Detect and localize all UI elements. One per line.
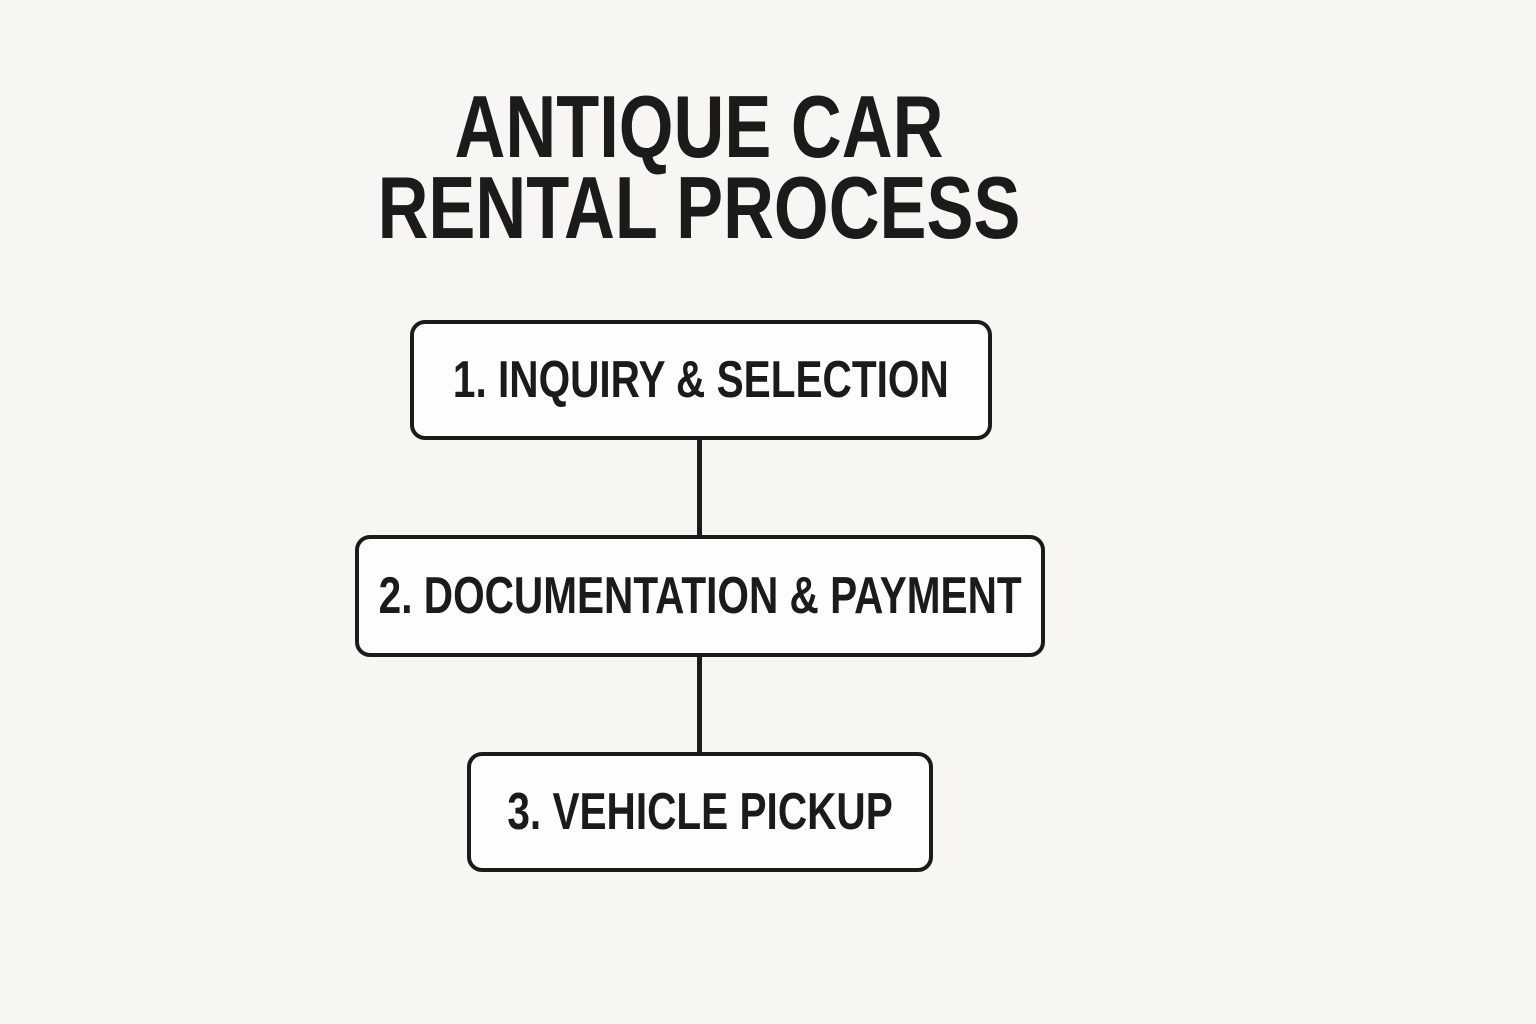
step-box-inquiry-selection: 1. INQUIRY & SELECTION [410,320,992,440]
page-title: ANTIQUE CAR RENTAL PROCESS [0,77,1398,257]
step-label: 3. VEHICLE PICKUP [507,783,893,841]
connector-line-2 [697,655,702,754]
page-title-line-1: ANTIQUE CAR [454,77,944,176]
step-box-documentation-payment: 2. DOCUMENTATION & PAYMENT [355,535,1045,657]
step-box-vehicle-pickup: 3. VEHICLE PICKUP [467,752,933,872]
step-label: 1. INQUIRY & SELECTION [453,351,949,409]
connector-line-1 [697,438,702,537]
step-label: 2. DOCUMENTATION & PAYMENT [378,567,1022,625]
page-title-line-2: RENTAL PROCESS [377,158,1021,257]
